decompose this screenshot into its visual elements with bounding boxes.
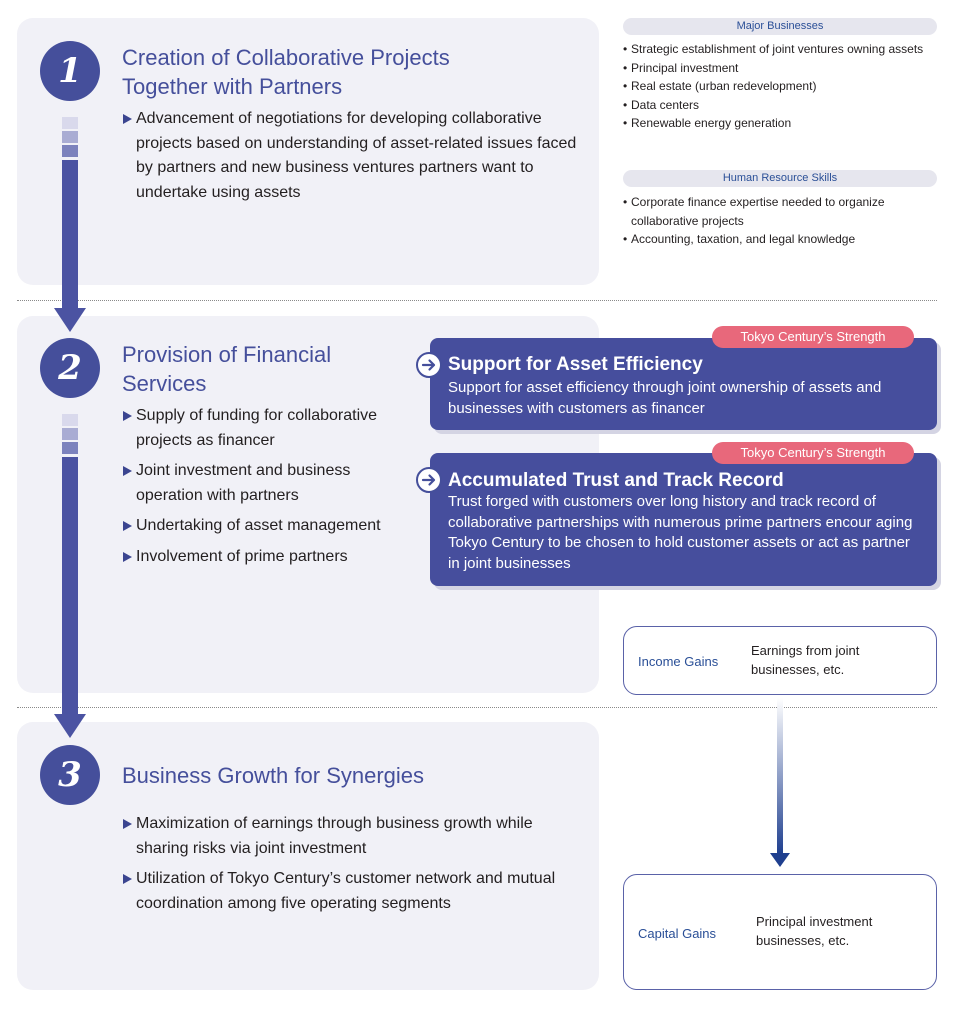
- divider-2: [17, 707, 937, 708]
- strength-title: Accumulated Trust and Track Record: [448, 470, 784, 491]
- strength-tag: Tokyo Century’s Strength: [712, 442, 914, 464]
- income-gains-label: Income Gains: [638, 654, 719, 669]
- step-2-title: Provision of Financial Services: [122, 342, 332, 396]
- flow-arrow-head-1: [54, 308, 86, 332]
- step-2-bullets: Supply of funding for collaborative proj…: [122, 404, 412, 575]
- strength-box-asset-efficiency: Support for Asset Efficiency Support for…: [430, 338, 937, 430]
- fade-square: [62, 117, 78, 129]
- step-3-bullet: Utilization of Tokyo Century’s customer …: [122, 867, 572, 916]
- hr-skills-header: Human Resource Skills: [623, 170, 937, 187]
- step-2-bullet: Undertaking of asset management: [122, 514, 412, 539]
- fade-square: [62, 131, 78, 143]
- step-1-number: 1: [40, 41, 100, 101]
- fade-square: [62, 428, 78, 440]
- step-3-bullets: Maximization of earnings through busines…: [122, 812, 572, 922]
- step-2-number: 2: [40, 338, 100, 398]
- major-business-item: Real estate (urban redevelopment): [623, 77, 937, 96]
- capital-gains-box: Capital Gains Principal investment busin…: [623, 874, 937, 990]
- step-2-bullet: Joint investment and business operation …: [122, 459, 412, 508]
- divider-1: [17, 300, 937, 301]
- strength-desc: Support for asset efficiency through joi…: [448, 379, 882, 417]
- strength-box-trust-track-record: Accumulated Trust and Track Record Trust…: [430, 453, 937, 586]
- step-3-title: Business Growth for Synergies: [122, 763, 425, 788]
- hr-skill-item: Accounting, taxation, and legal knowledg…: [623, 230, 937, 249]
- fade-square: [62, 145, 78, 157]
- step-1-bullet: Advancement of negotiations for developi…: [122, 107, 582, 205]
- major-business-item: Data centers: [623, 96, 937, 115]
- strength-title: Support for Asset Efficiency: [448, 354, 703, 375]
- gain-flow-arrow: [770, 698, 790, 867]
- step-2-bullet: Supply of funding for collaborative proj…: [122, 404, 412, 453]
- fade-square: [62, 442, 78, 454]
- arrow-right-circle-icon: [416, 467, 442, 493]
- step-3-bullet: Maximization of earnings through busines…: [122, 812, 572, 861]
- step-3-number: 3: [40, 745, 100, 805]
- major-businesses-header: Major Businesses: [623, 18, 937, 35]
- step-1-bullets: Advancement of negotiations for developi…: [122, 107, 582, 205]
- step-1-title: Creation of Collaborative Projects Toget…: [122, 45, 450, 99]
- major-business-item: Strategic establishment of joint venture…: [623, 40, 937, 59]
- major-business-item: Principal investment: [623, 59, 937, 78]
- income-gains-box: Income Gains Earnings from joint busines…: [623, 626, 937, 695]
- step-1-panel: [17, 18, 599, 285]
- strength-tag: Tokyo Century’s Strength: [712, 326, 914, 348]
- hr-skills-list: Corporate finance expertise needed to or…: [623, 193, 937, 249]
- fade-square: [62, 414, 78, 426]
- strength-desc: Trust forged with customers over long hi…: [448, 493, 913, 572]
- step-3-panel: [17, 722, 599, 990]
- flow-arrow-shaft-2: [62, 457, 78, 715]
- arrow-right-circle-icon: [416, 352, 442, 378]
- capital-gains-label: Capital Gains: [638, 926, 717, 941]
- major-business-item: Renewable energy generation: [623, 114, 937, 133]
- income-gains-desc: Earnings from joint businesses, etc.: [751, 643, 860, 677]
- hr-skill-item: Corporate finance expertise needed to or…: [623, 193, 937, 230]
- flow-arrow-shaft-1: [62, 160, 78, 312]
- major-businesses-list: Strategic establishment of joint venture…: [623, 40, 937, 133]
- flow-arrow-head-2: [54, 714, 86, 738]
- capital-gains-desc: Principal investment businesses, etc.: [756, 914, 873, 948]
- step-2-bullet: Involvement of prime partners: [122, 545, 412, 570]
